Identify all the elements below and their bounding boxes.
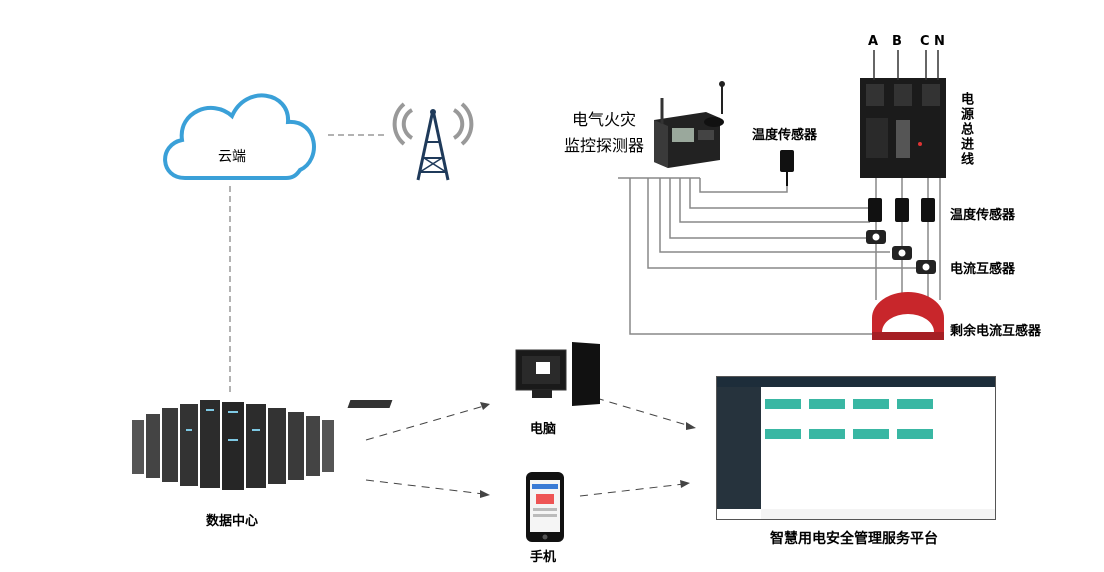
platform-dashboard <box>716 376 996 520</box>
server-rack-icon <box>132 400 334 490</box>
main-breaker-icon <box>860 50 946 178</box>
arrow-head <box>480 490 490 498</box>
dashboard-card <box>765 399 801 409</box>
phase-label-b: B <box>892 34 902 49</box>
cloud-label: 云端 <box>218 149 246 165</box>
dashboard-top-bar <box>717 377 995 387</box>
temp-sensor-right-label: 温度传感器 <box>950 208 1016 223</box>
phase-label-n: N <box>934 34 945 49</box>
current-transformer-label: 电流互感器 <box>950 262 1016 277</box>
data-center-label: 数据中心 <box>206 514 259 529</box>
cloud-icon <box>163 93 316 180</box>
temp-sensor-top-label: 温度传感器 <box>752 128 818 143</box>
arrow-head <box>680 480 690 488</box>
dashboard-card <box>809 399 845 409</box>
phone-label: 手机 <box>530 550 557 565</box>
arrow-head <box>480 402 490 410</box>
dashboard-card <box>765 429 801 439</box>
platform-label: 智慧用电安全管理服务平台 <box>770 531 938 547</box>
current-transformer-icon <box>866 230 936 274</box>
dashboard-card <box>853 399 889 409</box>
dashboard-card <box>809 429 845 439</box>
temperature-sensor-icon <box>868 198 935 222</box>
arrow-phone-platform <box>579 483 685 497</box>
dashboard-footer <box>761 509 995 519</box>
phone-icon <box>526 472 564 542</box>
temperature-sensor-icon <box>780 150 794 186</box>
residual-current-transformer-icon <box>872 292 944 340</box>
residual-transformer-label: 剩余电流互感器 <box>950 324 1042 339</box>
arrow-computer-platform <box>595 397 691 427</box>
antenna-tower-icon <box>392 102 474 181</box>
arrow-head <box>686 422 696 430</box>
dashboard-sidebar <box>717 387 761 509</box>
phase-label-a: A <box>868 34 879 49</box>
arrow-dc-phone <box>365 479 485 495</box>
fire-detector-icon <box>654 81 725 168</box>
computer-label: 电脑 <box>530 422 557 437</box>
phase-label-c: C <box>920 34 930 49</box>
dashboard-card <box>853 429 889 439</box>
main-incoming-label: 电源总进线 <box>958 92 973 167</box>
detector-label-line1: 电气火灾 <box>572 110 637 129</box>
dashboard-card <box>897 399 933 409</box>
dashboard-card <box>897 429 933 439</box>
computer-icon <box>347 342 600 408</box>
detector-label-line2: 监控探测器 <box>564 136 645 155</box>
arrow-dc-computer <box>365 405 485 441</box>
